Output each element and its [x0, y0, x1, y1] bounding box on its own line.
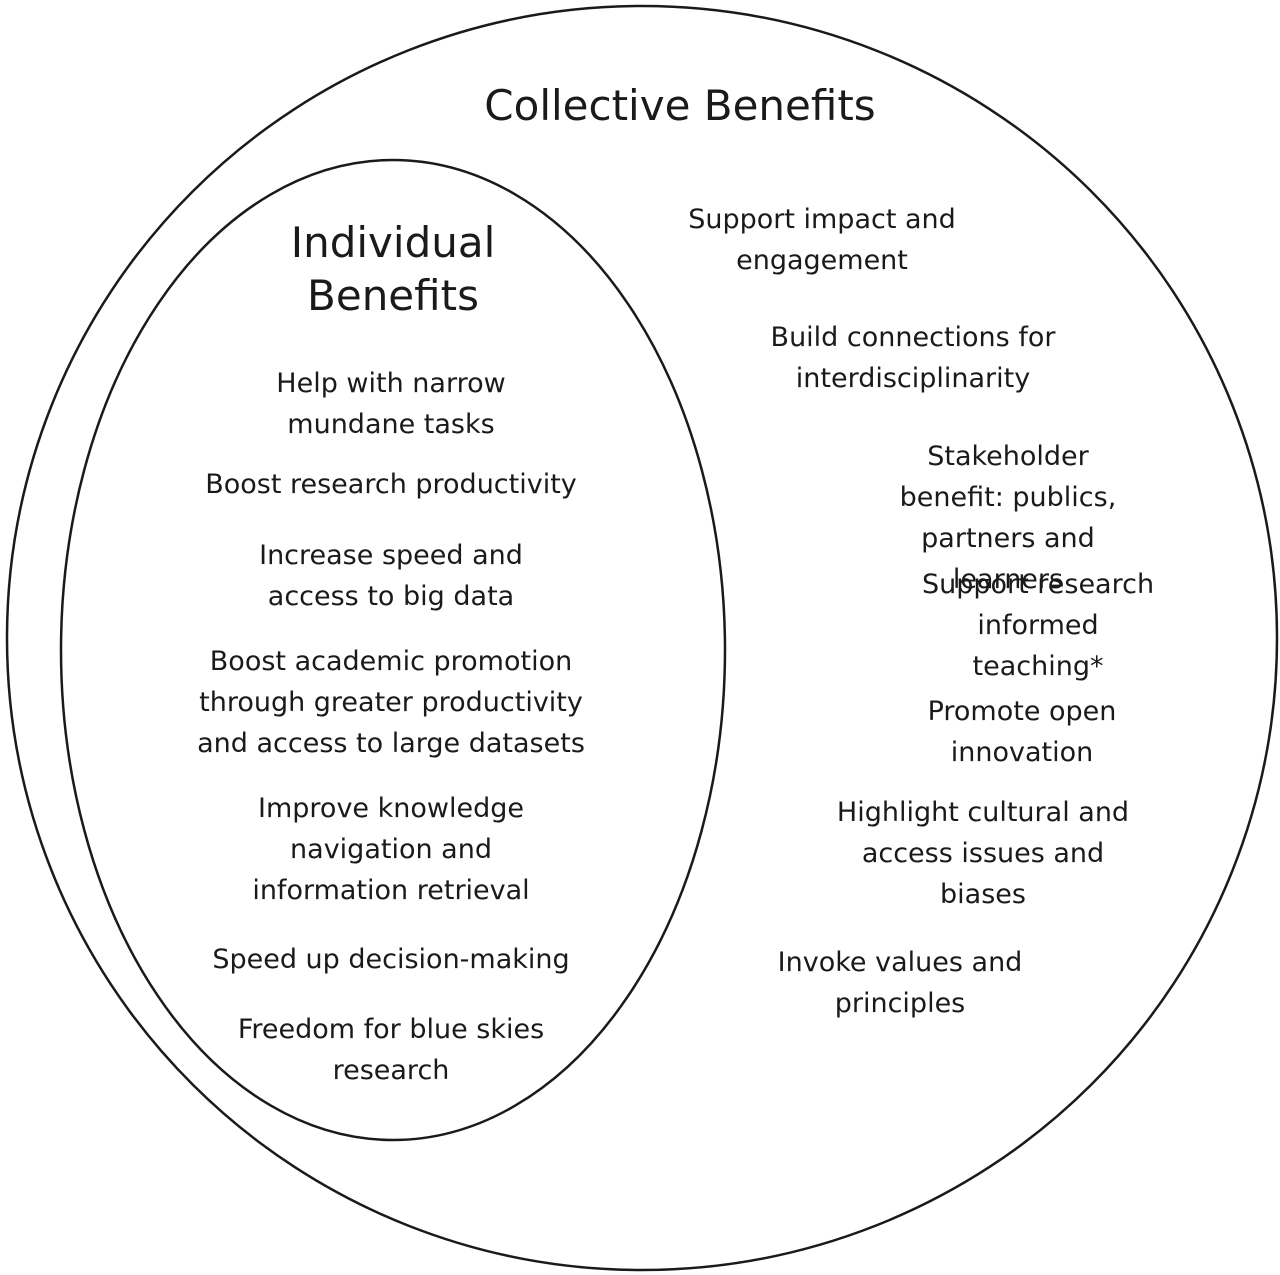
- collective-benefits-circle: [5, 4, 1279, 1272]
- collective-item: Stakeholder benefit: publics, partners a…: [899, 441, 1117, 595]
- individual-benefits-ellipse: [59, 158, 727, 1142]
- collective-item: Promote open innovation: [927, 696, 1117, 768]
- individual-item: Boost research productivity: [205, 469, 577, 500]
- individual-item: Boost academic promotion through greater…: [197, 646, 585, 759]
- individual-item: Freedom for blue skies research: [237, 1014, 545, 1086]
- collective-item: Support research informed teaching*: [921, 569, 1155, 682]
- collective-item: Build connections for interdisciplinarit…: [770, 322, 1056, 394]
- collective-item: Invoke values and principles: [777, 947, 1023, 1019]
- individual-item: Speed up decision-making: [212, 944, 570, 975]
- individual-item: Increase speed and access to big data: [259, 540, 523, 612]
- individual-item: Improve knowledge navigation and informa…: [252, 793, 530, 906]
- individual-item: Help with narrow mundane tasks: [276, 368, 506, 440]
- collective-item: Support impact and engagement: [688, 204, 956, 276]
- collective-item: Highlight cultural and access issues and…: [836, 797, 1130, 910]
- individual-benefits-title: Individual Benefits: [290, 218, 496, 320]
- collective-benefits-title: Collective Benefits: [484, 81, 876, 130]
